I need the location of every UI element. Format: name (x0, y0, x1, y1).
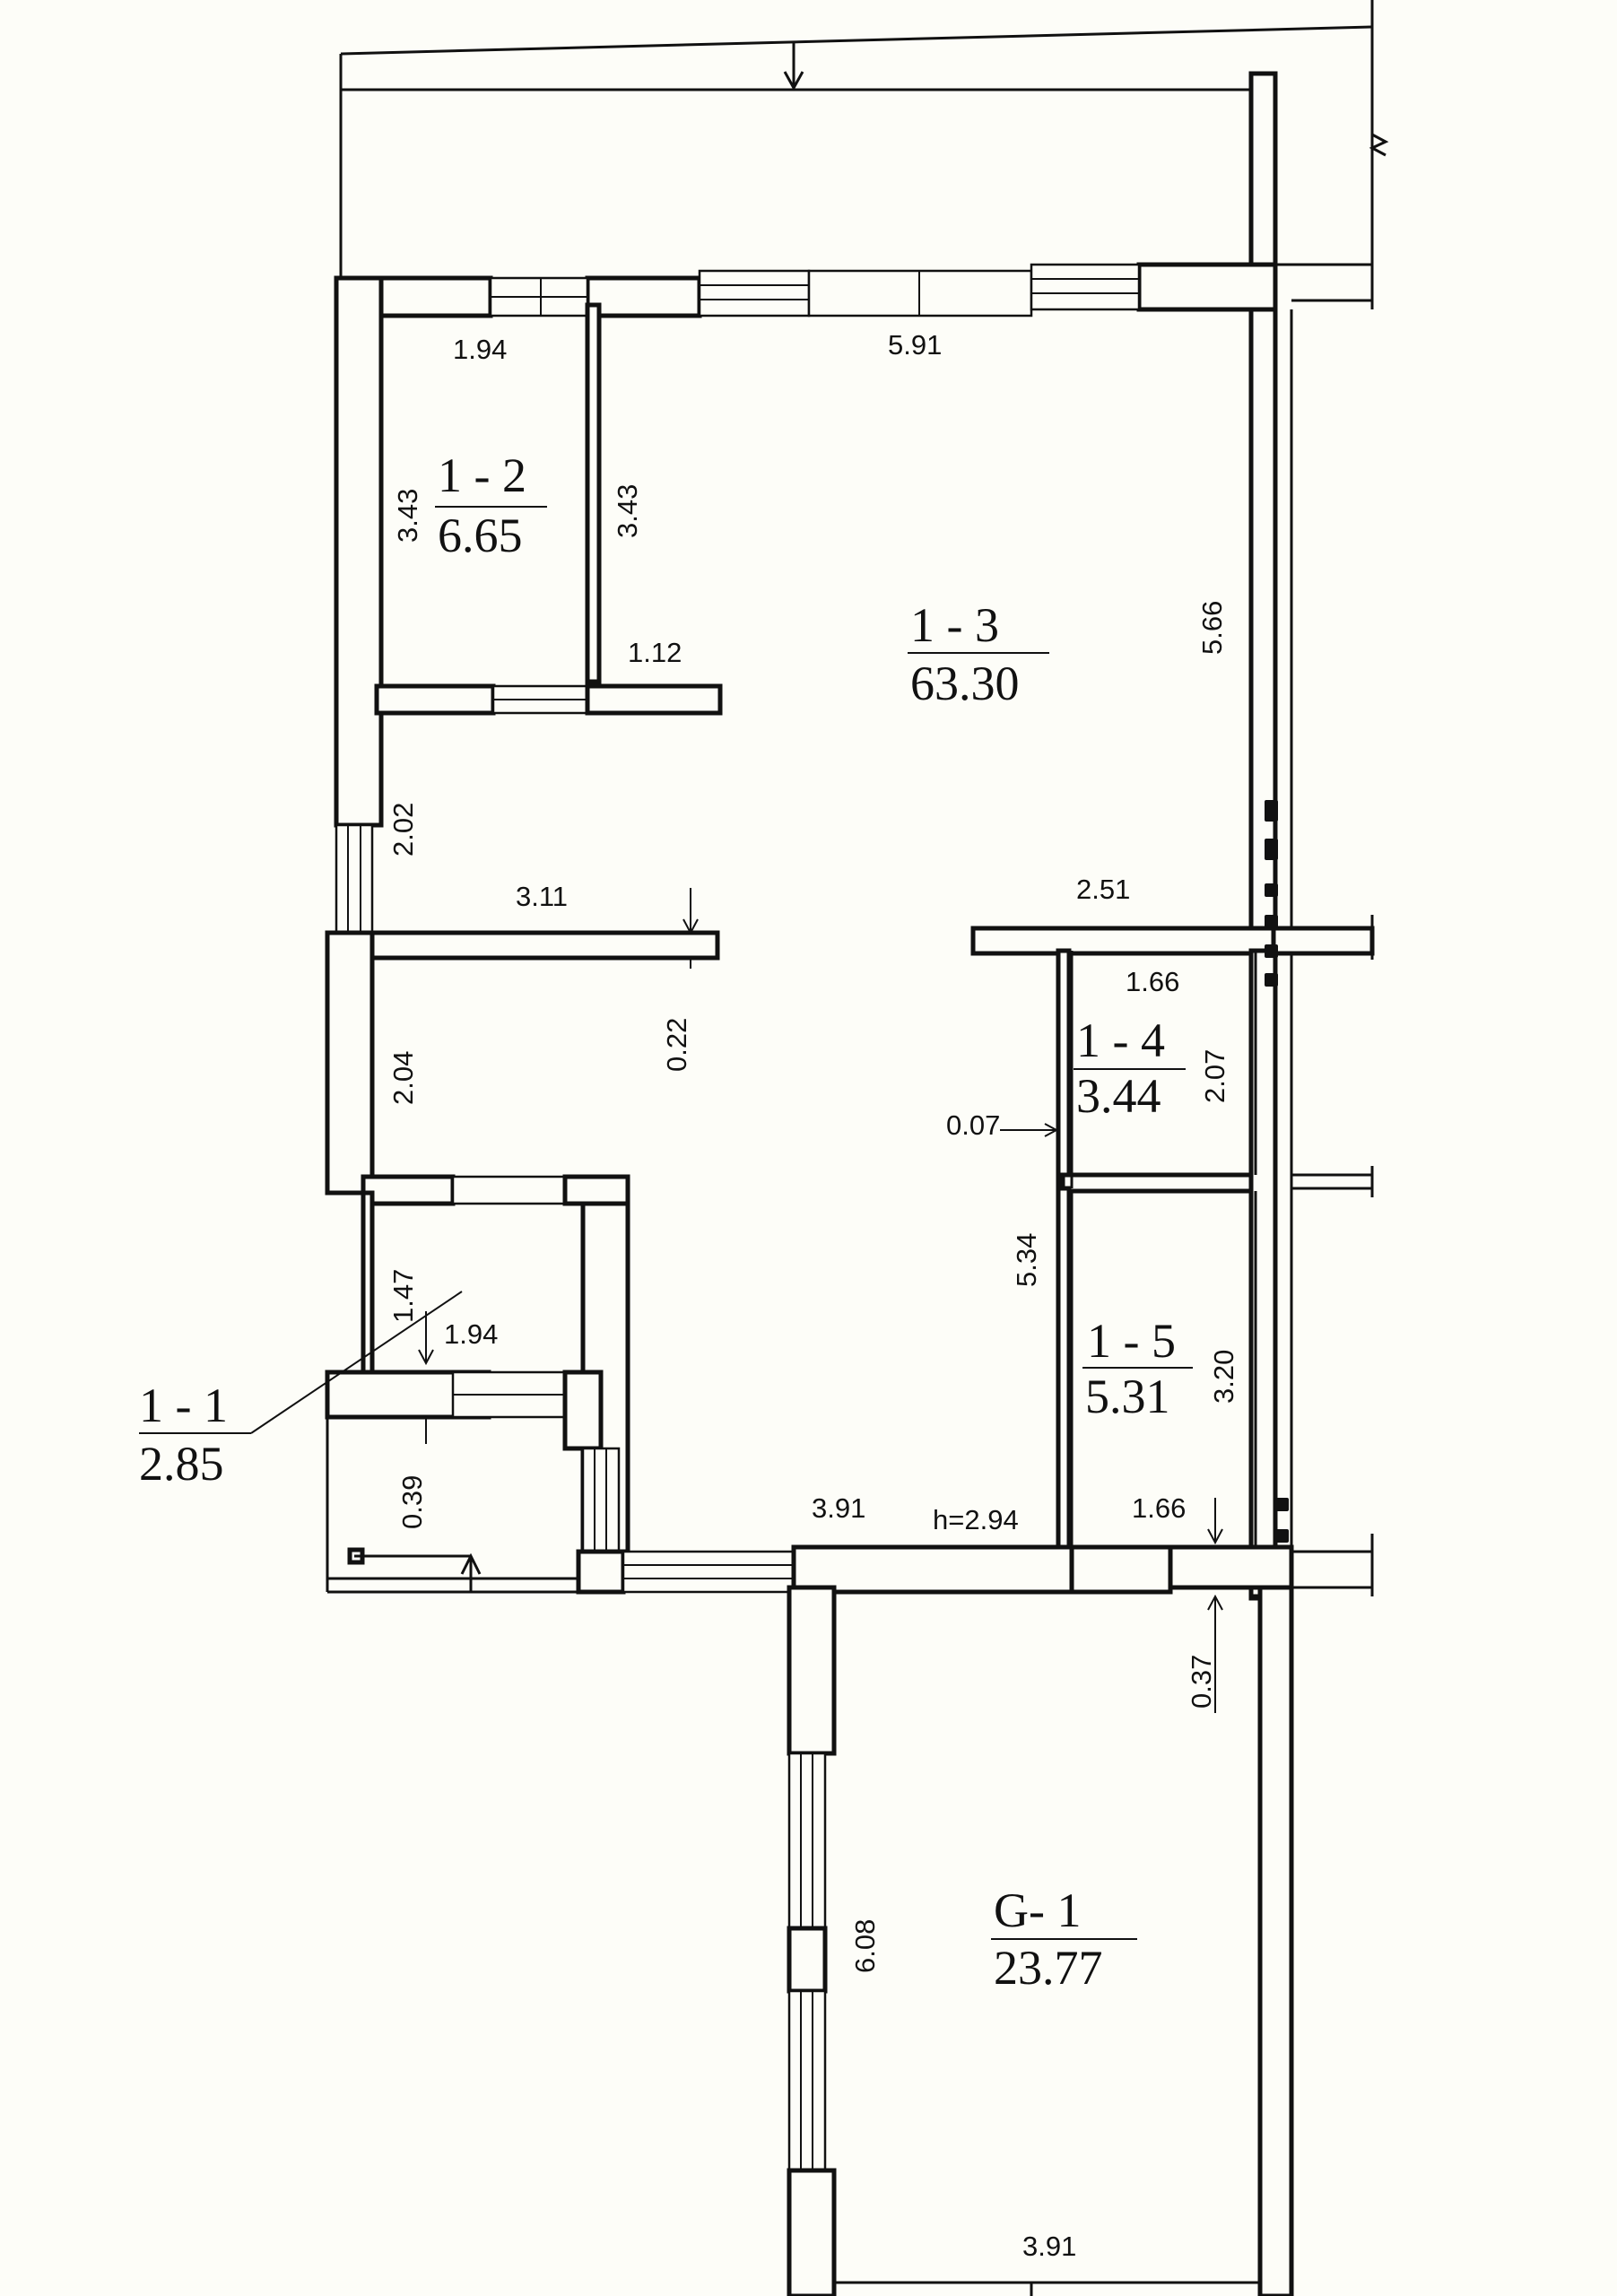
dim-label: 3.91 (1022, 2231, 1076, 2262)
dim-label: 5.34 (1011, 1233, 1042, 1287)
dim-label: 3.43 (392, 489, 423, 543)
dim-label: h=2.94 (933, 1504, 1019, 1535)
dim-label: 2.02 (387, 803, 419, 857)
dim-label: 0.39 (396, 1475, 428, 1529)
dim-label: 1.94 (444, 1318, 498, 1350)
dim-label: 0.37 (1186, 1655, 1217, 1709)
dim-label: 3.91 (812, 1492, 865, 1524)
room-1-2-id: 1 - 2 (438, 448, 526, 502)
room-1-5-area: 5.31 (1085, 1370, 1170, 1423)
room-1-1-area: 2.85 (139, 1437, 224, 1491)
room-1-1-walls (325, 1174, 630, 1595)
garage-id: G- 1 (994, 1883, 1081, 1937)
vent-icon (1265, 883, 1278, 897)
vent-icon (1265, 915, 1278, 928)
room-1-3-area: 63.30 (910, 657, 1020, 710)
dimension-labels: 1.94 5.91 3.43 3.43 1.12 5.66 2.02 3.11 … (387, 329, 1239, 2262)
room-labels: 1 - 2 6.65 1 - 3 63.30 1 - 4 3.44 1 - 5 … (139, 448, 1193, 1995)
window-1-3-right (1030, 263, 1141, 311)
dim-label: 5.66 (1196, 601, 1228, 655)
vent-icon (1265, 973, 1278, 987)
dim-label: 1.66 (1132, 1492, 1186, 1524)
vent-icon (1275, 1498, 1289, 1511)
dim-label: 6.08 (849, 1919, 881, 1973)
dim-label: 1.12 (628, 637, 682, 668)
room-1-1-id: 1 - 1 (139, 1378, 228, 1432)
vent-icon (1265, 800, 1278, 822)
dim-label: 2.51 (1076, 874, 1130, 905)
dim-label: 5.91 (888, 329, 942, 361)
vent-icon (1265, 839, 1278, 860)
room-1-5-id: 1 - 5 (1087, 1314, 1176, 1368)
vent-icon (1275, 1529, 1289, 1543)
dim-label: 2.04 (387, 1051, 419, 1105)
dim-label: 0.07 (946, 1109, 1000, 1141)
dim-label: 2.07 (1199, 1049, 1230, 1103)
dim-label: 1.94 (453, 334, 507, 365)
rooms-1-4-1-5-walls (1056, 948, 1374, 1599)
dim-label: 3.43 (612, 484, 643, 538)
room-1-2-walls (334, 275, 723, 828)
room-1-3-id: 1 - 3 (910, 598, 999, 652)
site-boundary (339, 0, 1389, 309)
dim-label: 1.47 (387, 1269, 419, 1323)
dim-label: 0.22 (661, 1018, 692, 1072)
dim-label: 3.20 (1208, 1350, 1239, 1404)
dim-label: 3.11 (516, 881, 568, 912)
room-1-4-area: 3.44 (1076, 1069, 1161, 1123)
room-1-2-area: 6.65 (438, 509, 523, 562)
garage-walls (787, 1534, 1374, 2296)
left-wall-middle (325, 823, 1375, 1196)
dimension-ticks (418, 888, 1223, 1713)
vent-blocks (1265, 800, 1289, 1543)
garage-area: 23.77 (994, 1941, 1103, 1995)
window-1-3-left (698, 269, 811, 317)
lower-boundary (326, 1417, 795, 1594)
vent-icon (1265, 944, 1278, 958)
dim-label: 1.66 (1126, 966, 1179, 997)
room-1-4-id: 1 - 4 (1076, 1013, 1165, 1067)
top-wall (334, 262, 1278, 318)
